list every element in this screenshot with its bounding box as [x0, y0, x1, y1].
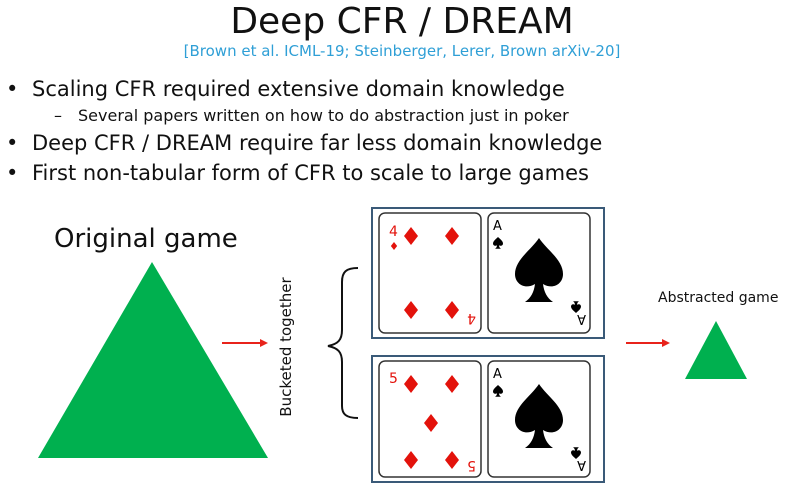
bullet-item: • Scaling CFR required extensive domain k… [6, 74, 796, 104]
bullet-list: • Scaling CFR required extensive domain k… [6, 74, 796, 188]
card-rank-inverted: A [577, 311, 586, 326]
bullet-text: Deep CFR / DREAM require far less domain… [32, 131, 603, 155]
bullet-icon: • [6, 161, 19, 185]
sub-bullet-item: –Several papers written on how to do abs… [6, 104, 796, 128]
original-game-triangle-icon [38, 262, 268, 458]
card-rank: 4 [389, 224, 398, 240]
bullet-item: • Deep CFR / DREAM require far less domai… [6, 128, 796, 158]
card-five-of-diamonds: 5 5 [378, 360, 482, 478]
bullet-text: Scaling CFR required extensive domain kn… [32, 77, 565, 101]
card-ace-of-spades: A A [487, 212, 591, 334]
card-rank-inverted: A [577, 457, 586, 472]
sub-bullet-text: Several papers written on how to do abst… [78, 106, 569, 125]
hand-box-bottom [371, 355, 605, 483]
bullet-text: First non-tabular form of CFR to scale t… [32, 161, 589, 185]
card-rank-inverted: 4 [467, 310, 476, 326]
card-rank: A [493, 367, 502, 382]
abstracted-game-label: Abstracted game [658, 290, 779, 306]
abstracted-game-triangle-icon [685, 321, 747, 379]
bullet-item: • First non-tabular form of CFR to scale … [6, 158, 796, 188]
dash-icon: – [54, 106, 62, 125]
brace-icon [327, 267, 359, 419]
original-game-label: Original game [54, 224, 238, 254]
arrow-right-icon [626, 339, 670, 347]
slide-title: Deep CFR / DREAM [230, 1, 574, 42]
card-rank-inverted: 5 [467, 457, 476, 473]
card-ace-of-spades: A A [487, 360, 591, 478]
bullet-icon: • [6, 77, 19, 101]
arrow-right-icon [222, 339, 268, 347]
hand-box-top [371, 207, 605, 339]
card-four-of-diamonds: 4 4 [378, 212, 482, 334]
bullet-icon: • [6, 131, 19, 155]
card-rank: A [493, 219, 502, 234]
card-rank: 5 [389, 371, 398, 387]
citation: [Brown et al. ICML-19; Steinberger, Lere… [183, 42, 621, 60]
